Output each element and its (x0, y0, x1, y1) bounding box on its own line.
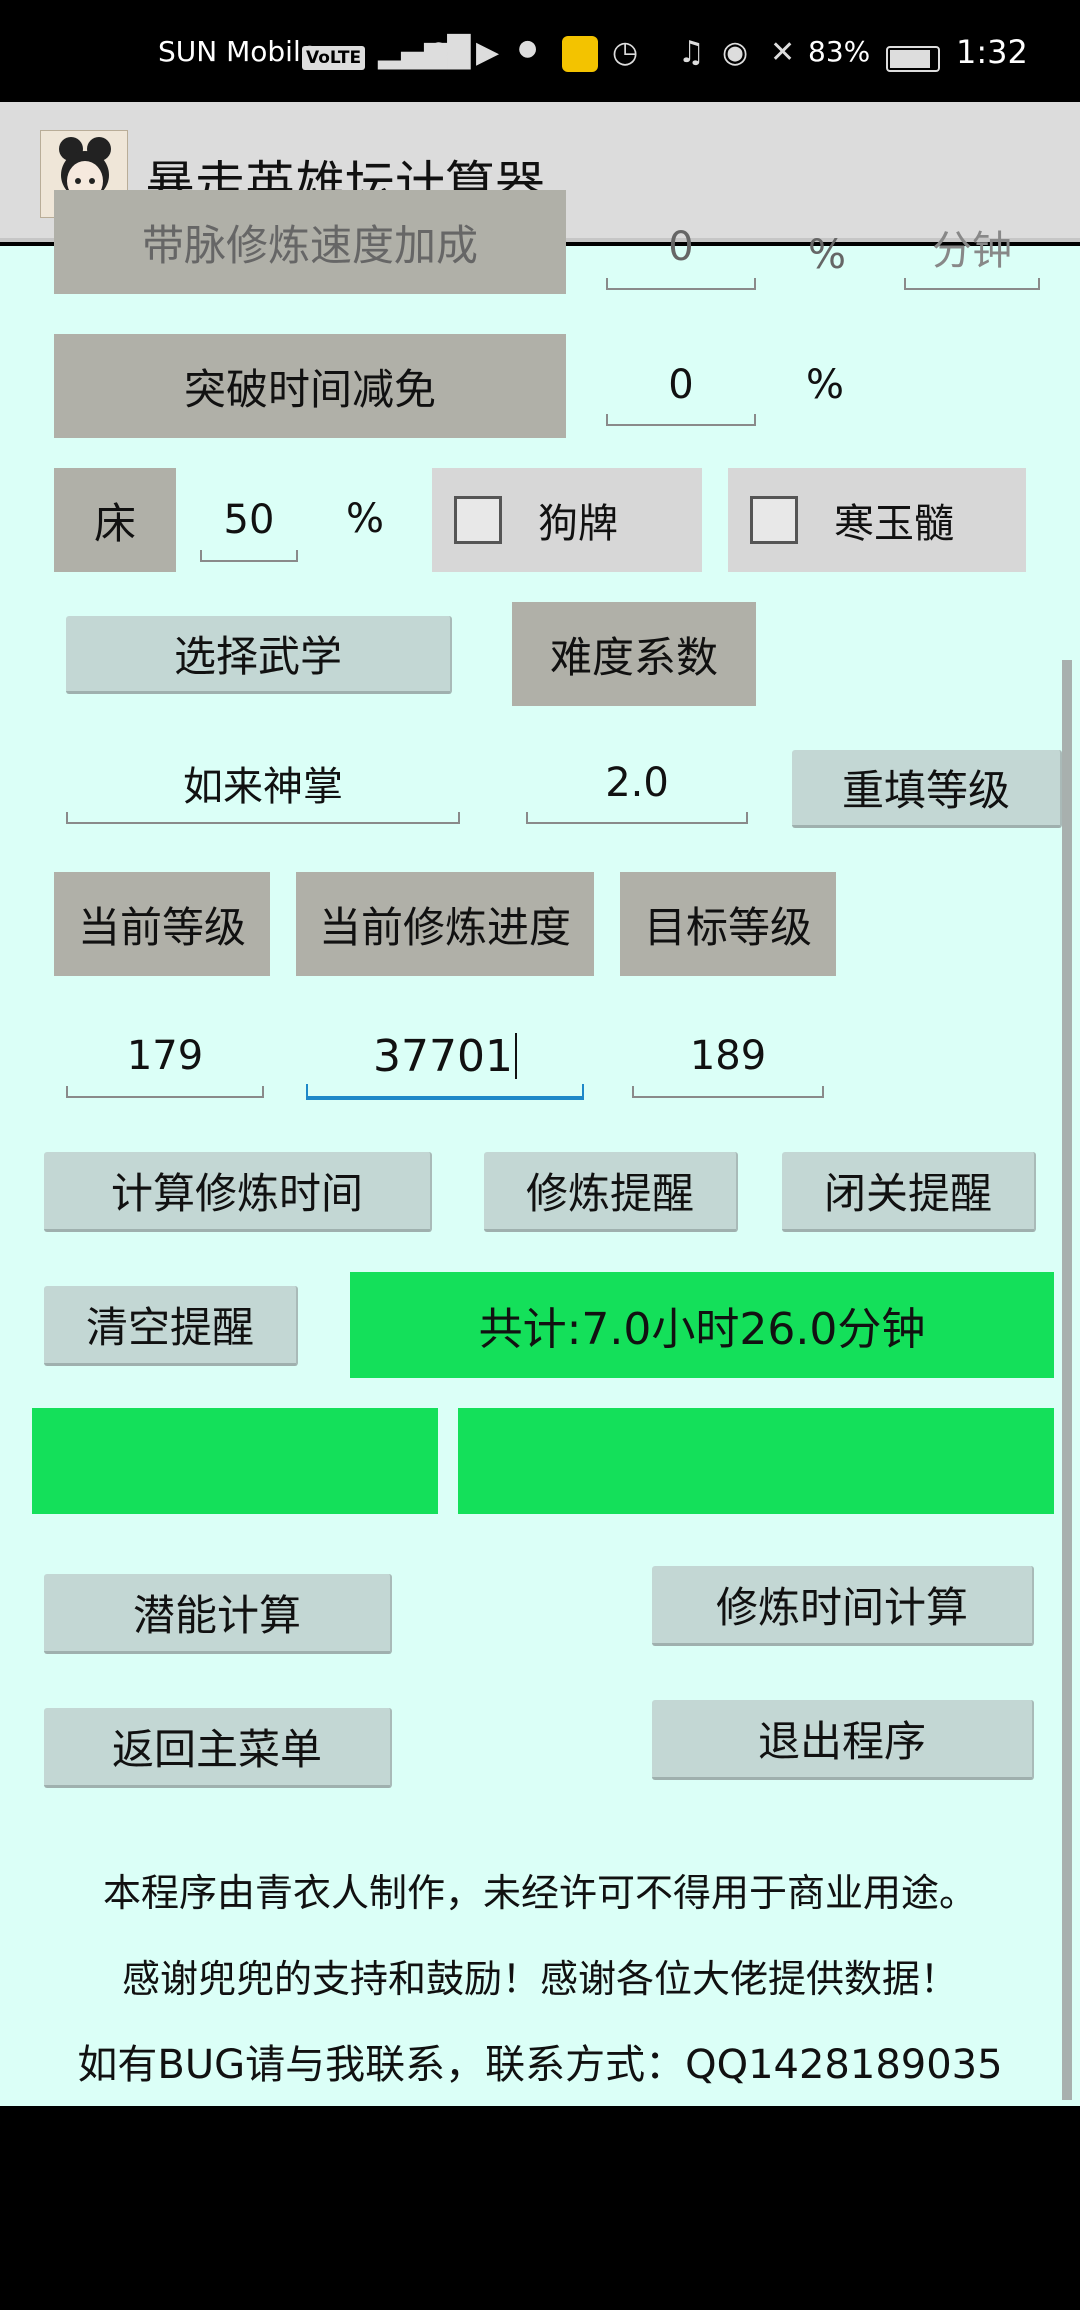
meridian-speed-bonus-input[interactable]: 0 (606, 206, 756, 290)
bed-input[interactable]: 50 (200, 480, 298, 562)
dog-tag-label: 狗牌 (538, 501, 618, 547)
bed-unit: % (346, 496, 385, 542)
clock: 1:32 (956, 33, 1028, 71)
target-level-input[interactable]: 189 (632, 1016, 824, 1098)
total-time-result: 共计:7.0小时26.0分钟 (350, 1272, 1054, 1378)
current-progress-input[interactable]: 37701 (306, 1016, 584, 1100)
dog-tag-checkbox[interactable]: 狗牌 (432, 468, 702, 572)
mute-bell-icon: ✕ (770, 35, 796, 70)
selected-skill-field[interactable]: 如来神掌 (66, 744, 460, 824)
breakthrough-unit: % (806, 362, 845, 408)
status-bar: SUN Mobile VoLTE ▂▄▆█ ≋ ▶ ● ◷ ♫ ◉ ✕ 83% … (0, 0, 1080, 102)
meridian-speed-bonus-unit: % (808, 232, 847, 278)
select-martial-art-button[interactable]: 选择武学 (66, 616, 452, 694)
clear-reminder-button[interactable]: 清空提醒 (44, 1286, 298, 1366)
current-progress-button[interactable]: 当前修炼进度 (296, 872, 594, 976)
result-panel-left (32, 1408, 438, 1514)
battery-icon (886, 46, 940, 72)
wifi-icon: ≋ (430, 33, 456, 68)
volte-badge: VoLTE (302, 46, 366, 70)
meridian-minutes-input[interactable]: 分钟 (904, 206, 1040, 290)
thanks-note: 感谢兜兜的支持和鼓励！感谢各位大佬提供数据！ (121, 1957, 958, 2001)
back-main-menu-button[interactable]: 返回主菜单 (44, 1708, 392, 1788)
youtube-icon: ▶ (476, 35, 500, 70)
bed-button[interactable]: 床 (54, 468, 176, 572)
potential-calc-button[interactable]: 潜能计算 (44, 1574, 392, 1654)
train-reminder-button[interactable]: 修炼提醒 (484, 1152, 738, 1232)
breakthrough-reduction-input[interactable]: 0 (606, 346, 756, 426)
scrollbar-thumb[interactable] (1062, 660, 1072, 2100)
stopwatch-icon: ◷ (612, 35, 639, 70)
train-time-calc-button[interactable]: 修炼时间计算 (652, 1566, 1034, 1646)
navigation-area (0, 2106, 1080, 2310)
author-note: 本程序由青衣人制作，未经许可不得用于商业用途。 (102, 1871, 977, 1915)
content-area: 带脉修炼速度加成 0 % 分钟 突破时间减免 0 % 床 50 % 狗牌 寒玉髓… (0, 190, 1080, 2106)
contact-note: 如有BUG请与我联系，联系方式：QQ1428189035 (77, 2042, 1003, 2088)
difficulty-value-field[interactable]: 2.0 (526, 744, 748, 824)
seclusion-reminder-button[interactable]: 闭关提醒 (782, 1152, 1036, 1232)
result-panel-right (458, 1408, 1054, 1514)
line-icon: ● (518, 36, 538, 61)
current-level-input[interactable]: 179 (66, 1016, 264, 1098)
current-progress-value: 37701 (373, 1030, 513, 1082)
meridian-speed-bonus-button[interactable]: 带脉修炼速度加成 (54, 190, 566, 294)
dog-tag-checkbox-box[interactable] (454, 496, 502, 544)
jade-label: 寒玉髓 (834, 501, 954, 547)
breakthrough-time-reduction-button[interactable]: 突破时间减免 (54, 334, 566, 438)
difficulty-button[interactable]: 难度系数 (512, 602, 756, 706)
target-level-button[interactable]: 目标等级 (620, 872, 836, 976)
reset-level-button[interactable]: 重填等级 (792, 750, 1062, 828)
battery-percent: 83% (808, 35, 871, 68)
eye-icon: ◉ (722, 35, 749, 70)
jade-checkbox-box[interactable] (750, 496, 798, 544)
carrier-name: SUN Mobile (158, 35, 318, 68)
headphones-icon: ♫ (678, 35, 705, 70)
app-notify-icon (562, 36, 598, 72)
signal-icon: ▂▄▆█ (378, 35, 471, 70)
current-level-button[interactable]: 当前等级 (54, 872, 270, 976)
exit-program-button[interactable]: 退出程序 (652, 1700, 1034, 1780)
jade-checkbox[interactable]: 寒玉髓 (728, 468, 1026, 572)
calc-train-time-button[interactable]: 计算修炼时间 (44, 1152, 432, 1232)
text-cursor (514, 1033, 517, 1079)
